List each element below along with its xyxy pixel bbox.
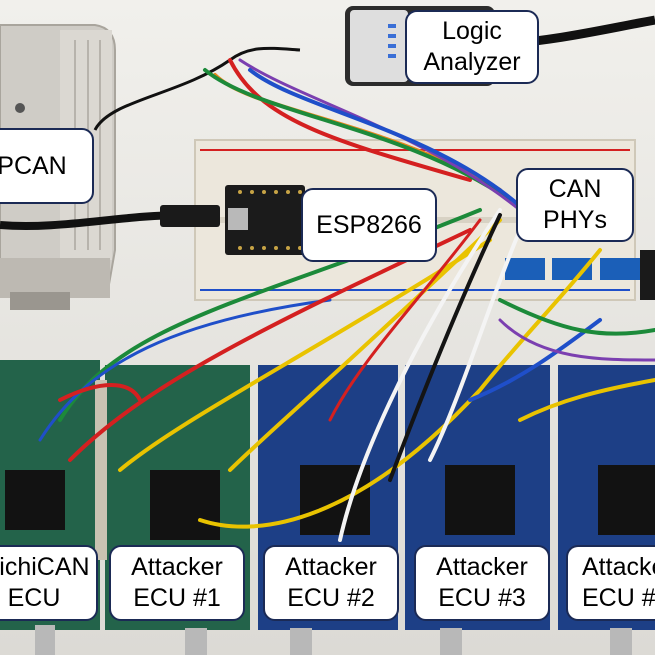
attacker-ecu-4-label-line2: ECU #4 [582, 584, 655, 612]
attacker-ecu-2-label-line1: Attacker [285, 553, 377, 581]
logic-analyzer-label-line2: Analyzer [423, 48, 521, 76]
michican-ecu-label-line1: MichiCAN [0, 553, 90, 581]
esp8266-module [225, 185, 305, 255]
logic-analyzer-label: Logic Analyzer [405, 10, 539, 84]
attacker-ecu-3-label-line2: ECU #3 [438, 584, 526, 612]
esp8266-label: ESP8266 [301, 188, 437, 262]
attacker-ecu-1-label-line1: Attacker [131, 553, 223, 581]
pcan-label-text: PCAN [0, 151, 67, 180]
attacker-ecu-2-label-line2: ECU #2 [287, 584, 375, 612]
esp8266-label-text: ESP8266 [316, 210, 422, 239]
attacker-ecu-3-label: Attacker ECU #3 [414, 545, 550, 621]
pcan-label: PCAN [0, 128, 94, 204]
michican-ecu-label: MichiCAN ECU [0, 545, 98, 621]
wire-bundle [38, 58, 655, 542]
attacker-ecu-2-label: Attacker ECU #2 [263, 545, 399, 621]
can-phys-label: CAN PHYs [516, 168, 634, 242]
attacker-ecu-4-label: Attacker ECU #4 [566, 545, 655, 621]
michican-ecu-label-line2: ECU [7, 584, 61, 612]
attacker-ecu-1-label: Attacker ECU #1 [109, 545, 245, 621]
logic-analyzer-label-line1: Logic [442, 17, 502, 45]
attacker-ecu-1-label-line2: ECU #1 [133, 584, 221, 612]
attacker-ecu-4-label-line1: Attacker [582, 553, 655, 581]
attacker-ecu-3-label-line1: Attacker [436, 553, 528, 581]
can-phys-label-line1: CAN [548, 175, 602, 203]
can-phys-label-line2: PHYs [543, 206, 607, 234]
